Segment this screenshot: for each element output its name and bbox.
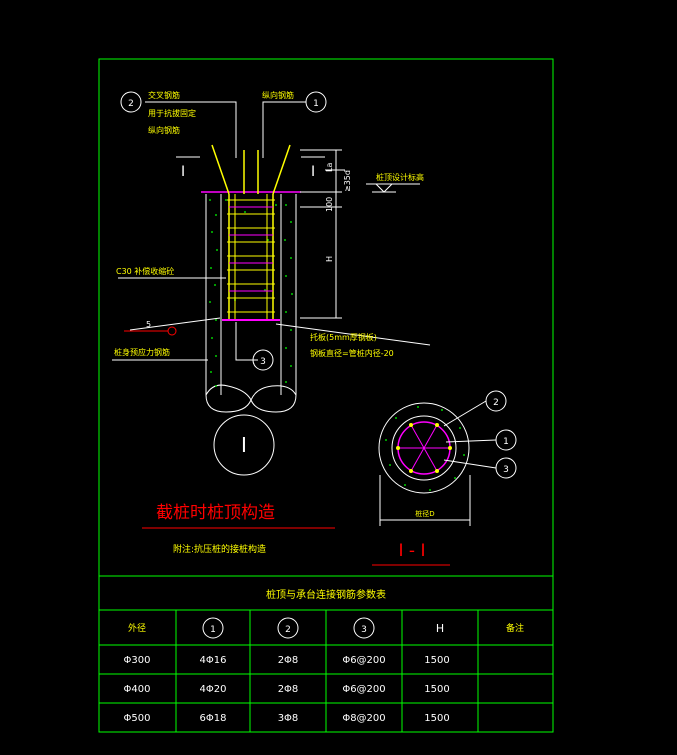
section-callout-1: 1	[503, 437, 509, 447]
note-text: 附注:抗压桩的接桩构造	[173, 543, 266, 555]
main-title: 截桩时桩顶构造	[156, 503, 275, 523]
table-cell: 1500	[424, 684, 449, 695]
concrete-label: C30 补偿收缩砼	[116, 266, 174, 276]
table-cell: Φ400	[124, 684, 151, 695]
table-cell: 1500	[424, 713, 449, 724]
table-cell: 6Φ18	[200, 713, 227, 724]
long-rebar-label: 纵向钢筋	[262, 90, 294, 100]
header-2-circle	[277, 617, 299, 639]
pile-top-elev-label: 桩顶设计标高	[376, 172, 424, 182]
five-label: 5	[146, 320, 151, 329]
header-h: H	[436, 622, 444, 635]
plate-note2: 钢板直径=管桩内径-20	[310, 348, 394, 358]
pile-elevation	[201, 191, 301, 413]
callout-2-circle	[120, 91, 142, 113]
dim-100: 100	[325, 197, 334, 212]
header-3-circle	[353, 617, 375, 639]
stirrup-note-label: 桩身预应力钢筋	[114, 347, 170, 357]
dim-d: 桩径D	[415, 509, 434, 518]
callout-2-text: 2	[128, 99, 134, 109]
cut-mark-left: I	[181, 164, 185, 180]
leader-lines	[112, 101, 431, 361]
cross-rebar-note2: 纵向钢筋	[148, 125, 180, 135]
dim-h: H	[325, 256, 334, 262]
header-outer-diameter: 外径	[128, 622, 146, 634]
table-cell: 4Φ20	[200, 684, 227, 695]
table-cell: Φ6@200	[342, 684, 385, 695]
section-title: I - I	[399, 541, 426, 561]
callout-1-text: 1	[313, 99, 319, 109]
plate-note1: 托板(5mm厚钢板)	[310, 332, 377, 342]
section-callout-2: 2	[493, 398, 499, 408]
cut-mark-right: I	[311, 164, 315, 180]
header-1-circle	[202, 617, 224, 639]
header-remark: 备注	[506, 622, 524, 634]
parameter-table	[99, 575, 553, 732]
section-mark: I	[241, 433, 247, 457]
five-marker	[167, 326, 177, 336]
table-cell: Φ500	[124, 713, 151, 724]
table-cell: 2Φ8	[278, 655, 299, 666]
header-2: 2	[285, 625, 291, 635]
table-cell: 1500	[424, 655, 449, 666]
table-cell: 4Φ16	[200, 655, 227, 666]
table-title: 桩顶与承台连接钢筋参数表	[266, 588, 386, 601]
header-1: 1	[210, 625, 216, 635]
rebar-cage	[211, 144, 291, 321]
header-3: 3	[361, 625, 367, 635]
dim-la: La	[325, 163, 334, 172]
callout-1-circle	[305, 91, 327, 113]
dimension-lines	[300, 149, 420, 319]
table-cell: 2Φ8	[278, 684, 299, 695]
callout-3-circle	[252, 349, 274, 371]
table-cell: Φ8@200	[342, 713, 385, 724]
section-view	[378, 390, 517, 526]
cross-rebar-label: 交叉钢筋	[148, 90, 180, 100]
table-cell: 3Φ8	[278, 713, 299, 724]
dim-35d: ≥35d	[343, 170, 352, 192]
section-callout-3: 3	[503, 465, 509, 475]
table-cell: Φ300	[124, 655, 151, 666]
cross-rebar-note1: 用于抗拔固定	[148, 108, 196, 118]
table-cell: Φ6@200	[342, 655, 385, 666]
concrete-fill	[209, 199, 293, 387]
callout-3-text: 3	[260, 357, 266, 367]
section-i-circle	[213, 414, 275, 476]
